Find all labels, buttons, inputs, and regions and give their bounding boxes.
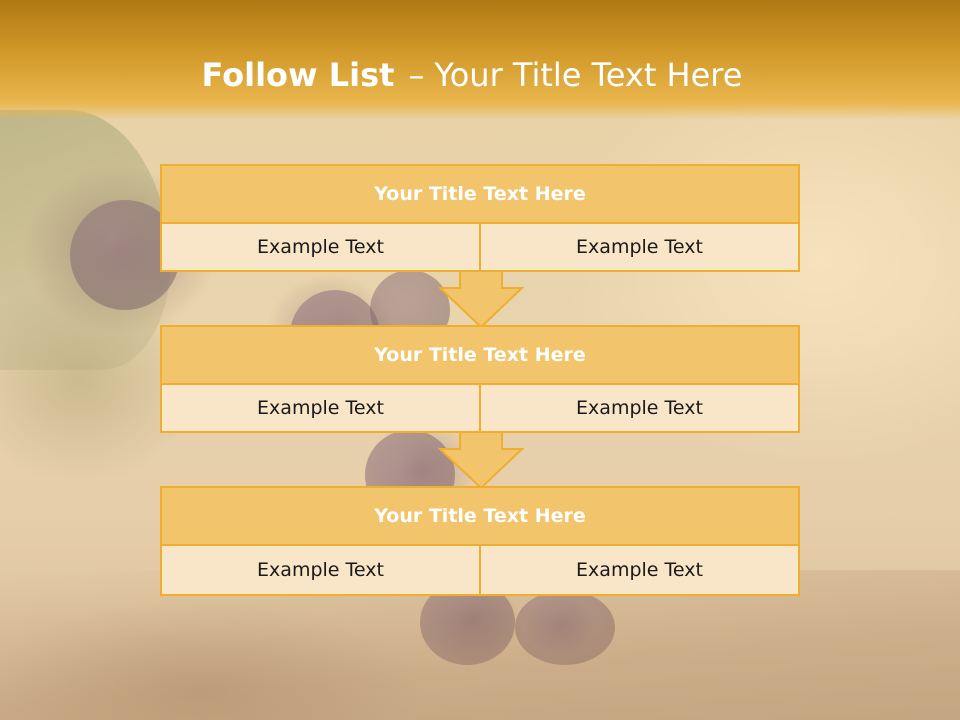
flow-step-2[interactable]: Your Title Text Here Example Text Exampl… [160, 325, 800, 433]
flow-step-right-text: Example Text [479, 224, 798, 270]
slide-title-separator: – [408, 56, 425, 94]
slide-title-bold: Follow List [201, 56, 395, 94]
flow-step-left-text: Example Text [257, 559, 384, 581]
flow-step-left-text: Example Text [257, 236, 384, 258]
slide-title[interactable]: Follow List–Your Title Text Here [0, 55, 944, 95]
down-arrow-icon [438, 270, 524, 328]
flow-step-3[interactable]: Your Title Text Here Example Text Exampl… [160, 486, 800, 596]
flow-step-left-text: Example Text [257, 397, 384, 419]
title-banner [0, 0, 960, 120]
slide-title-rest: Your Title Text Here [434, 56, 743, 94]
flow-step-title: Your Title Text Here [162, 166, 798, 224]
flow-step-row: Example Text Example Text [162, 224, 798, 270]
flow-step-row: Example Text Example Text [162, 385, 798, 431]
flow-step-title: Your Title Text Here [162, 327, 798, 385]
flow-step-right-text: Example Text [479, 385, 798, 431]
flow-step-1[interactable]: Your Title Text Here Example Text Exampl… [160, 164, 800, 272]
flow-step-title: Your Title Text Here [162, 488, 798, 546]
flow-step-row: Example Text Example Text [162, 546, 798, 594]
flow-step-right-text: Example Text [479, 546, 798, 594]
down-arrow-icon [438, 431, 524, 489]
background-grape [515, 590, 615, 665]
